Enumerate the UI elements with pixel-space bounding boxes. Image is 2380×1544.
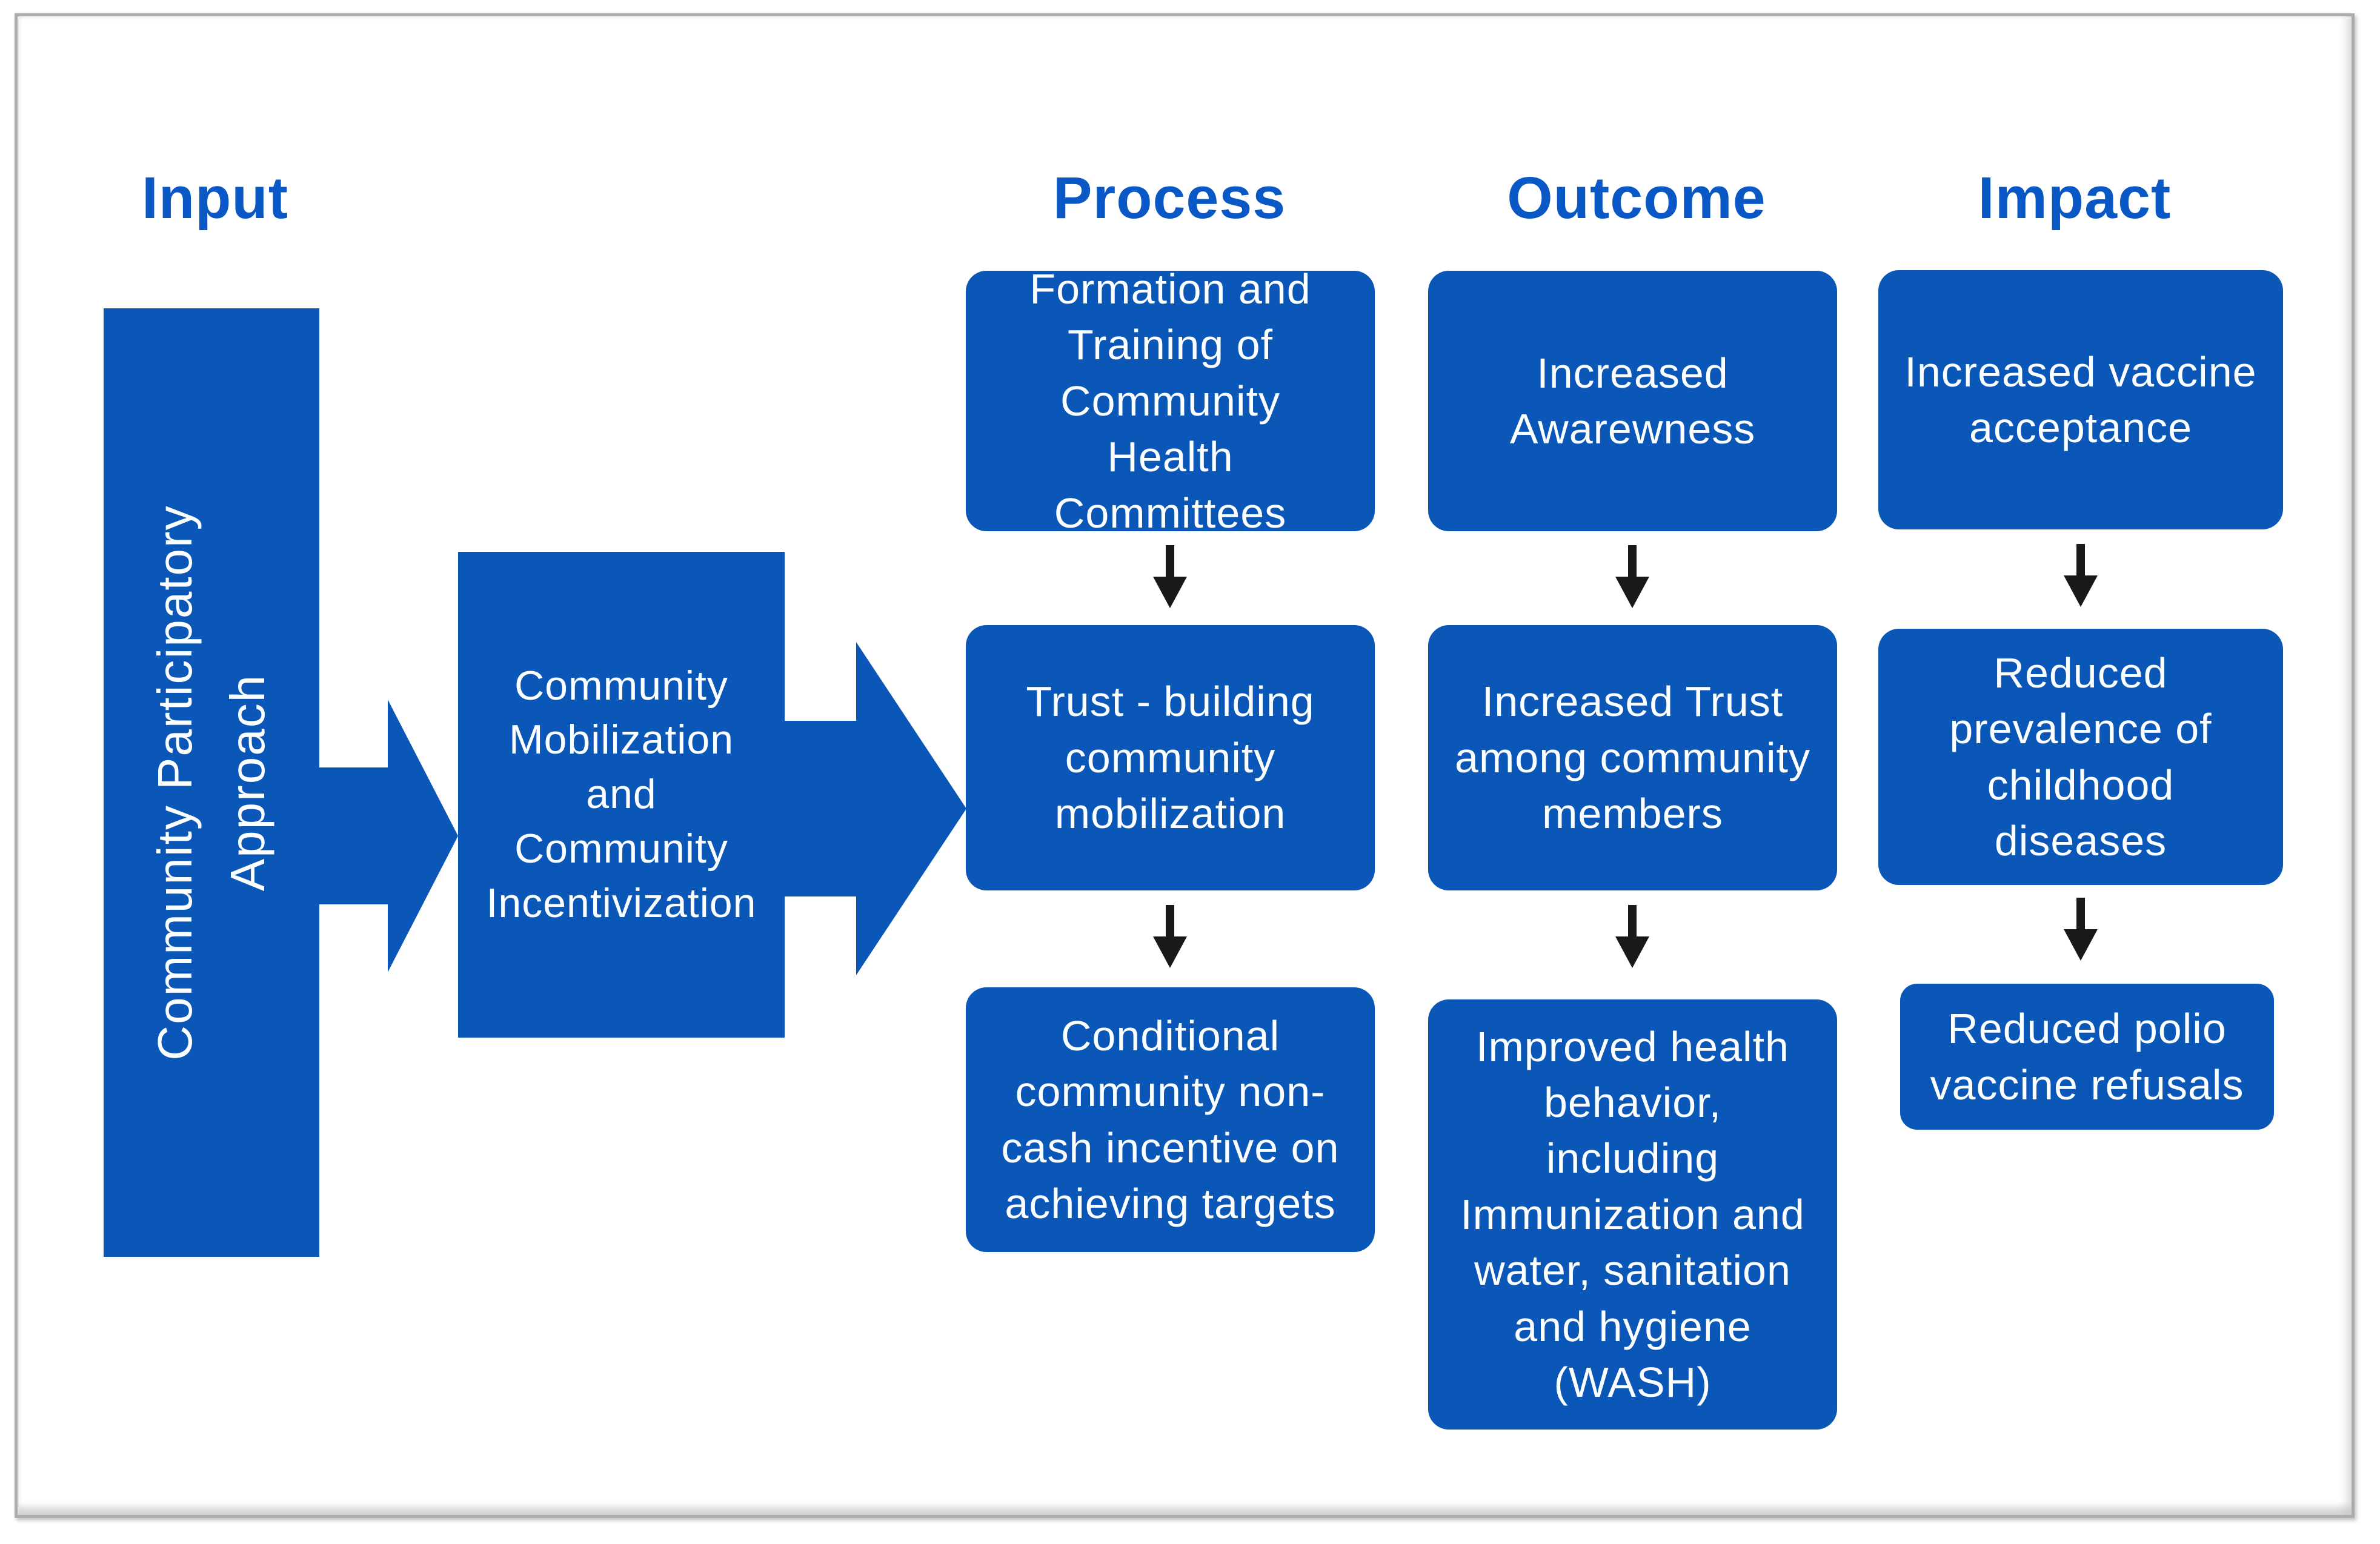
impact-column-header: Impact (1978, 165, 2172, 231)
outcome-box-improved-health-behavior: Improved health behavior, including Immu… (1428, 999, 1837, 1430)
process-box-trust-building: Trust - building community mobilization (966, 625, 1375, 890)
process-box-conditional-incentive: Conditional community non- cash incentiv… (966, 987, 1375, 1252)
community-participatory-approach-box: Community Participatory Approach (104, 308, 319, 1257)
outcome-box-increased-awareness-label: Increased Awarewness (1509, 349, 1756, 452)
outcome-down-arrow-2-icon (1614, 905, 1650, 968)
outcome-box-increased-trust-label: Increased Trust among community members (1455, 678, 1810, 838)
impact-box-reduced-refusals-label: Reduced polio vaccine refusals (1930, 1005, 2244, 1108)
community-mobilization-label: Community Mobilization and Community Inc… (486, 662, 757, 926)
process-down-arrow-1-icon (1152, 545, 1188, 608)
process-box-trust-building-label: Trust - building community mobilization (1026, 678, 1315, 838)
impact-box-reduced-prevalence: Reduced prevalence of childhood diseases (1878, 629, 2283, 885)
input-column-header: Input (141, 165, 288, 231)
impact-box-reduced-prevalence-label: Reduced prevalence of childhood diseases (1949, 649, 2212, 864)
process-column-header: Process (1052, 165, 1286, 231)
impact-box-reduced-refusals: Reduced polio vaccine refusals (1900, 984, 2274, 1130)
impact-down-arrow-1-icon (2063, 544, 2099, 607)
outcome-box-increased-trust: Increased Trust among community members (1428, 625, 1837, 890)
impact-box-vaccine-acceptance-label: Increased vaccine acceptance (1904, 348, 2257, 451)
outcome-down-arrow-1-icon (1614, 545, 1650, 608)
outcome-column-header: Outcome (1507, 165, 1766, 231)
community-mobilization-box: Community Mobilization and Community Inc… (458, 552, 785, 1038)
process-box-conditional-incentive-label: Conditional community non- cash incentiv… (1001, 1012, 1340, 1227)
community-participatory-approach-label: Community Participatory Approach (148, 505, 274, 1061)
mobilization-to-process-arrow-icon (785, 642, 966, 975)
process-box-formation-training: Formation and Training of Community Heal… (966, 265, 1375, 537)
impact-box-vaccine-acceptance: Increased vaccine acceptance (1878, 270, 2283, 529)
outcome-box-improved-health-behavior-label: Improved health behavior, including Immu… (1460, 1022, 1805, 1406)
input-to-mobilization-arrow-icon (319, 700, 458, 972)
outcome-box-increased-awareness: Increased Awarewness (1428, 271, 1837, 531)
process-box-formation-training-label: Formation and Training of Community Heal… (1029, 265, 1311, 537)
process-down-arrow-2-icon (1152, 905, 1188, 968)
impact-down-arrow-2-icon (2063, 898, 2099, 961)
